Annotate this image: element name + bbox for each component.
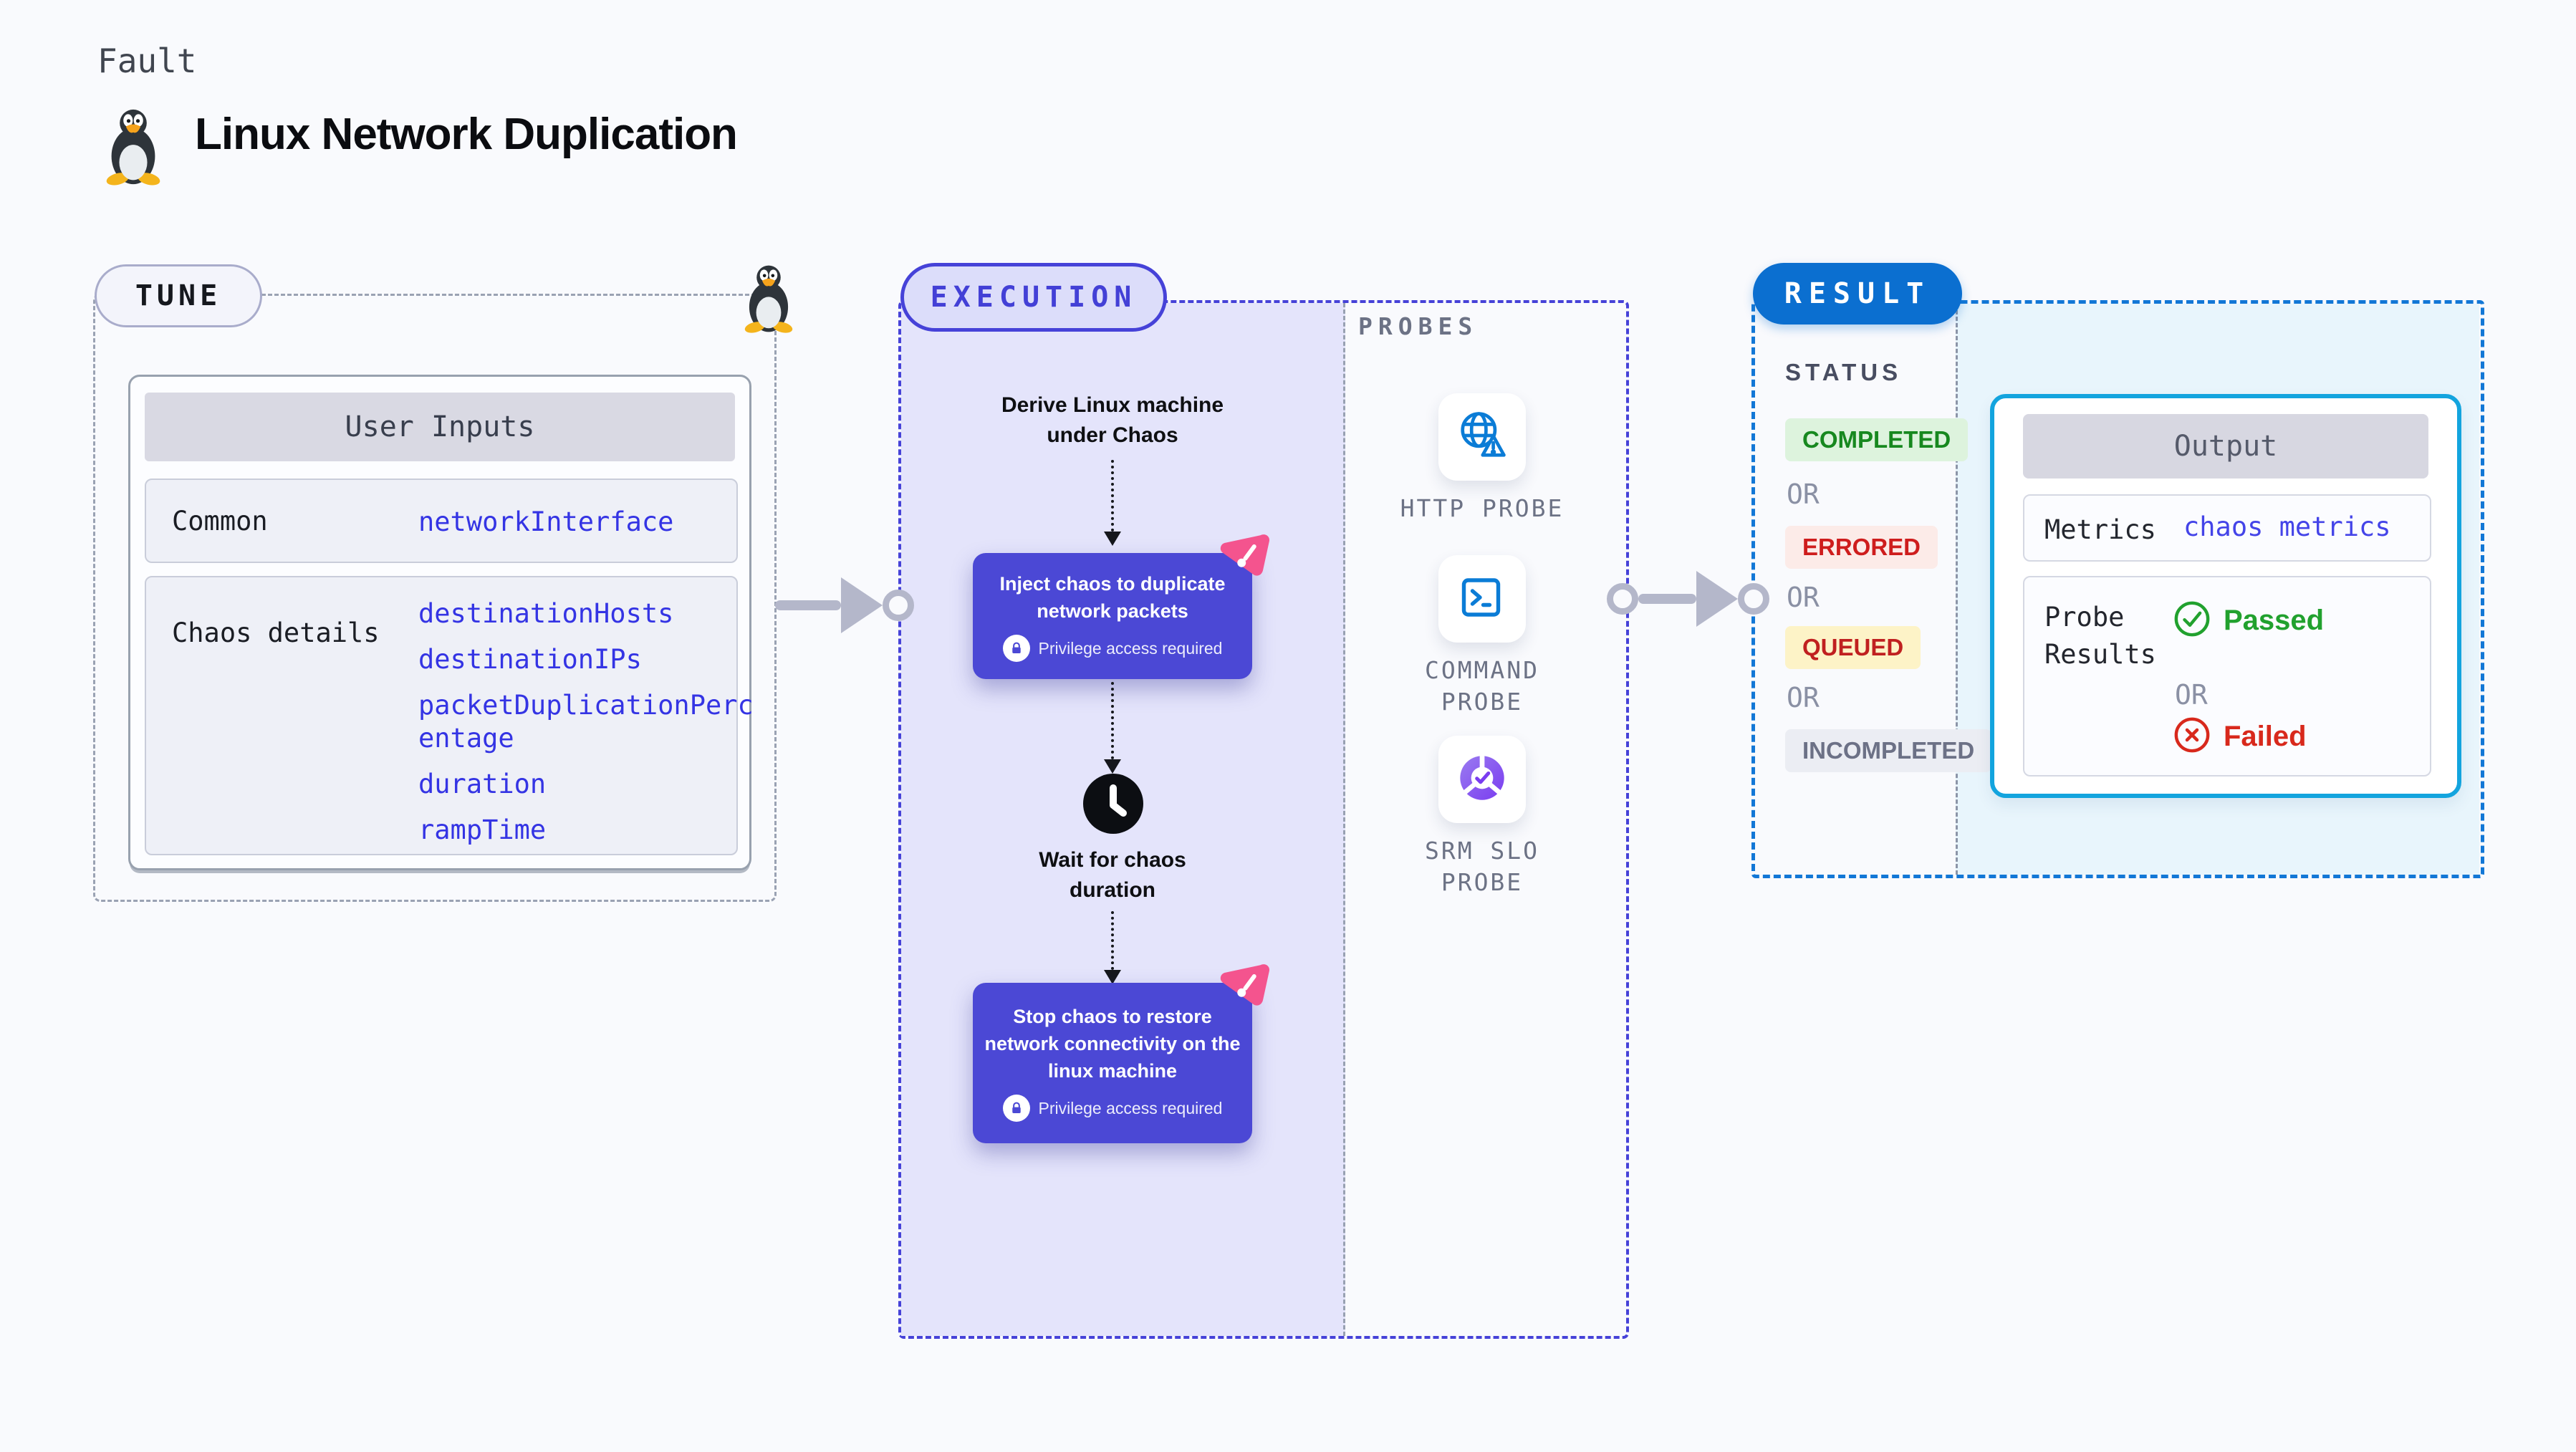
stop-chaos-node: Stop chaos to restore network connectivi… <box>973 964 1270 1143</box>
or-separator: OR <box>1787 479 1820 510</box>
user-inputs-header: User Inputs <box>145 393 735 461</box>
or-separator: OR <box>1787 582 1820 613</box>
dotted-connector <box>1111 682 1114 759</box>
dotted-connector-arrow <box>1104 759 1121 774</box>
page-title: Linux Network Duplication <box>195 110 738 159</box>
row-label: Chaos details <box>172 617 380 648</box>
failed-label: Failed <box>2224 721 2307 752</box>
fault-eyebrow: Fault <box>97 42 197 80</box>
wait-step-text: Wait for chaos duration <box>1039 848 1186 902</box>
result-pill: RESULT <box>1753 263 1962 324</box>
x-circle-icon <box>2172 715 2212 759</box>
tux-penguin-icon <box>102 107 165 186</box>
flow-arrow-head <box>841 577 883 633</box>
user-inputs-row-common: Common networkInterface <box>145 479 738 563</box>
user-inputs-card: User Inputs Common networkInterface Chao… <box>128 375 754 870</box>
flow-arrow-line <box>775 600 841 610</box>
dotted-connector <box>1111 911 1114 970</box>
tune-section-box <box>93 294 777 902</box>
param-link[interactable]: destinationHosts <box>418 598 674 629</box>
globe-alert-icon <box>1454 408 1510 467</box>
chaos-metrics-link[interactable]: chaos metrics <box>2183 511 2391 542</box>
or-separator: OR <box>2175 679 2208 711</box>
privilege-badge-label: Privilege access required <box>1038 638 1223 658</box>
terminal-icon <box>1456 572 1508 627</box>
command-probe-label: COMMAND PROBE <box>1424 656 1540 716</box>
dotted-connector <box>1111 460 1114 532</box>
status-badge-completed: COMPLETED <box>1785 418 1969 461</box>
param-link[interactable]: networkInterface <box>418 506 674 537</box>
http-probe-card <box>1438 393 1526 481</box>
probe-results-row: Probe Results Passed OR <box>2023 576 2431 777</box>
output-header: Output <box>2023 414 2428 479</box>
param-link[interactable]: rampTime <box>418 814 547 845</box>
param-link[interactable]: packetDuplicationPercentage <box>418 690 754 754</box>
passed-label: Passed <box>2224 605 2325 636</box>
flow-arrow-head <box>1696 571 1738 627</box>
slo-donut-icon <box>1455 751 1509 809</box>
flow-arrow-line <box>1638 594 1696 604</box>
metrics-label: Metrics <box>2044 514 2156 545</box>
inject-chaos-text: Inject chaos to duplicate network packet… <box>999 573 1226 622</box>
command-probe-card <box>1438 555 1526 643</box>
connector-node <box>883 590 914 621</box>
srm-slo-probe-card <box>1438 736 1526 823</box>
dotted-connector-arrow <box>1104 970 1121 984</box>
row-label: Common <box>172 506 268 537</box>
inject-chaos-node: Inject chaos to duplicate network packet… <box>973 534 1270 679</box>
privilege-badge-label: Privilege access required <box>1038 1098 1223 1117</box>
tune-pill: TUNE <box>95 264 262 327</box>
derive-step-text: Derive Linux machine under Chaos <box>1001 393 1224 447</box>
chaos-chemistry-icon <box>1215 961 1271 1011</box>
connector-node <box>1738 583 1769 615</box>
stop-chaos-text: Stop chaos to restore network connectivi… <box>984 1006 1241 1082</box>
user-inputs-row-chaos-details: Chaos details destinationHosts destinati… <box>145 576 754 855</box>
dotted-connector-arrow <box>1104 532 1121 546</box>
or-separator: OR <box>1787 682 1820 713</box>
status-heading: STATUS <box>1785 359 1903 385</box>
execution-pill: EXECUTION <box>900 263 1167 332</box>
probe-results-label: Probe Results <box>2044 602 2156 670</box>
http-probe-label: HTTP PROBE <box>1400 494 1565 522</box>
lock-icon <box>1002 1095 1030 1122</box>
lock-icon <box>1002 635 1030 662</box>
wait-clock-icon <box>1082 772 1145 835</box>
status-badge-incompleted: INCOMPLETED <box>1785 729 1992 772</box>
connector-node <box>1607 583 1638 615</box>
output-panel: Output Metrics chaos metrics Probe Resul… <box>1990 394 2461 798</box>
param-link[interactable]: duration <box>418 769 547 799</box>
check-circle-icon <box>2172 599 2212 643</box>
tux-penguin-icon-small <box>741 264 797 334</box>
status-badge-errored: ERRORED <box>1785 526 1938 569</box>
probes-section-label: PROBES <box>1358 312 1479 340</box>
metrics-row: Metrics chaos metrics <box>2023 494 2431 562</box>
param-link[interactable]: destinationIPs <box>418 644 642 675</box>
status-badge-queued: QUEUED <box>1785 626 1921 669</box>
chaos-chemistry-icon <box>1215 532 1271 582</box>
srm-slo-probe-label: SRM SLO PROBE <box>1424 837 1540 896</box>
